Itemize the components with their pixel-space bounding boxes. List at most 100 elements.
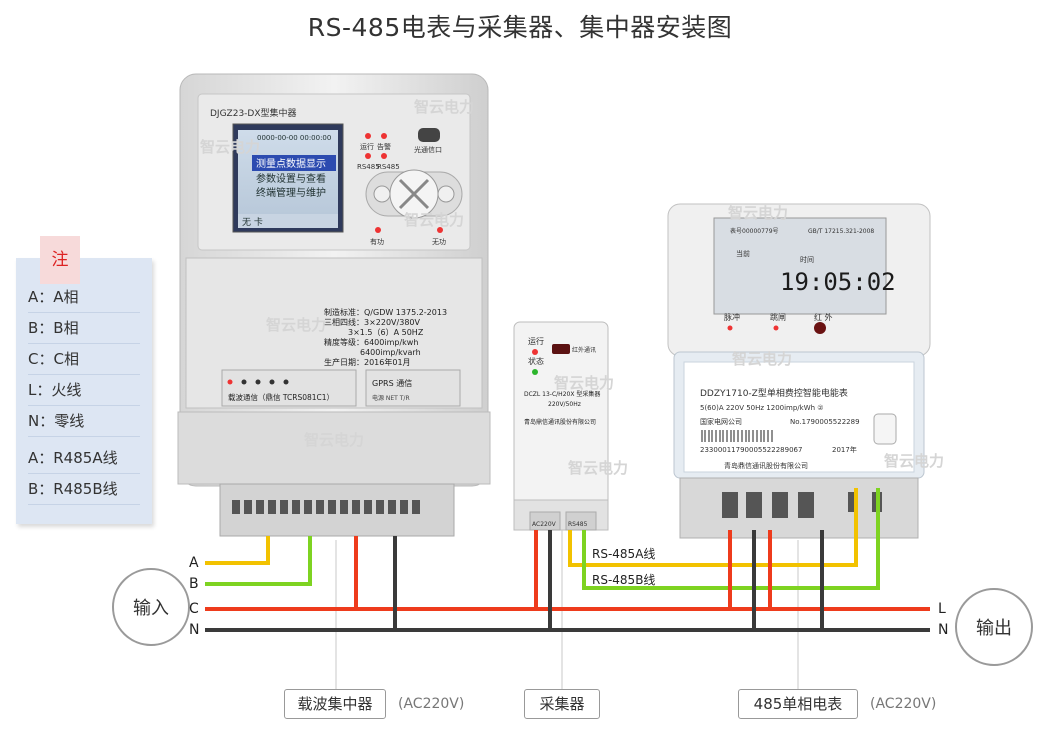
concentrator-status-bar: 无 卡 (242, 216, 263, 228)
watermarks: 智云电力 智云电力 智云电力 智云电力 智云电力 智云电力 智云电力 智云电力 … (200, 98, 944, 477)
input-badge: 输入 (112, 568, 190, 646)
svg-text:制造标准：Q/GDW 1375.2-2013: 制造标准：Q/GDW 1375.2-2013 (324, 307, 447, 317)
svg-text:三相四线：3×220V/380V: 三相四线：3×220V/380V (324, 317, 420, 327)
concentrator-model: DJGZ23-DX型集中器 (210, 107, 297, 119)
caption-meter: 485单相电表 (738, 689, 858, 719)
led-rs485-2 (381, 153, 387, 159)
collector-model: DCZL 13-C/H20X 型采集器 (524, 390, 600, 398)
led-reactive (437, 227, 443, 233)
led-run (365, 133, 371, 139)
collector-terminal-ac: AC220V (532, 521, 557, 528)
meter-maker: 青岛鼎信通讯股份有限公司 (724, 461, 808, 470)
legend-item-n: N：零线 (28, 406, 140, 437)
menu-item-1[interactable]: 测量点数据显示 (256, 157, 326, 170)
svg-text:智云电力: 智云电力 (200, 138, 260, 156)
led-label-alarm: 告警 (377, 142, 391, 151)
wire-rs485a (568, 488, 858, 567)
nav-key-pad[interactable] (365, 169, 463, 219)
wire-b-phase (205, 536, 312, 586)
collector-terminal-rs485: RS485 (568, 521, 588, 528)
svg-text:3×1.5（6）A 50HZ: 3×1.5（6）A 50HZ (348, 328, 424, 337)
collector-spec: 220V/50Hz (548, 401, 581, 408)
led-alarm (381, 133, 387, 139)
led-label-rs485-2: RS485 (377, 163, 400, 171)
collector-ir-port-icon (552, 344, 570, 354)
wiring (205, 488, 930, 690)
svg-text:智云电力: 智云电力 (266, 316, 326, 334)
optical-port-icon (418, 128, 440, 142)
svg-text:6400imp/kvarh: 6400imp/kvarh (360, 348, 421, 357)
label-active: 有功 (370, 237, 384, 246)
wire-label-c: C (189, 601, 199, 617)
meter-seal-icon (873, 413, 897, 445)
gprs-label: GPRS 通信 (372, 378, 412, 388)
legend-heading: 注 (40, 236, 80, 284)
rs485a-label: RS-485A线 (592, 547, 656, 561)
gprs-module (365, 369, 461, 407)
concentrator-device: DJGZ23-DX型集中器 0000-00-00 00:00:00 测量点数据显… (177, 73, 491, 537)
meter-lcd-current: 当前 (736, 249, 750, 258)
legend-item-b: B：B相 (28, 313, 140, 344)
optical-port-label: 光通信口 (414, 145, 442, 154)
led-label-run: 运行 (360, 142, 374, 151)
wire-label-a: A (189, 555, 199, 571)
collector-label-status: 状态 (528, 356, 544, 366)
legend-item-l: L：火线 (28, 375, 140, 406)
meter-device: 表号00000779号 GB/T 17215.321-2008 当前 时间 19… (667, 203, 931, 539)
menu-highlight (252, 155, 336, 171)
key-left-button[interactable] (373, 185, 391, 203)
legend-item-rs485b: B：R485B线 (28, 474, 140, 505)
concentrator-nameplate: 制造标准：Q/GDW 1375.2-2013 三相四线：3×220V/380V … (324, 307, 447, 367)
svg-text:智云电力: 智云电力 (728, 204, 788, 222)
menu-item-3[interactable]: 终端管理与维护 (256, 186, 326, 199)
legend-panel (16, 258, 152, 524)
meter-model: DDZY1710-Z型单相费控智能电能表 (700, 387, 848, 399)
wire-a-phase (205, 536, 270, 565)
meter-spec: 5(60)A 220V 50Hz 1200imp/kWh ② (700, 404, 824, 412)
caption-collector: 采集器 (524, 689, 600, 719)
carrier-label: 载波通信（鼎信 TCRS081C1） (228, 392, 334, 402)
wire-label-n-out: N (938, 622, 949, 638)
menu-item-2[interactable]: 参数设置与查看 (256, 172, 326, 185)
wire-label-l-out: L (938, 601, 946, 617)
svg-text:智云电力: 智云电力 (732, 350, 792, 368)
meter-serial: No.1790005522289 (790, 418, 860, 426)
legend-item-a: A：A相 (28, 282, 140, 313)
carrier-module (221, 369, 357, 407)
svg-text:生产日期：2016年01月: 生产日期：2016年01月 (324, 357, 411, 367)
collector-led-status (532, 369, 538, 375)
collector-led-run (532, 349, 538, 355)
svg-text:智云电力: 智云电力 (568, 459, 628, 477)
led-rs485-1 (365, 153, 371, 159)
rs485b-label: RS-485B线 (592, 573, 656, 587)
meter-year: 2017年 (832, 445, 857, 454)
meter-lcd-value: 19:05:02 (780, 268, 896, 296)
collector-label-run: 运行 (528, 336, 544, 346)
meter-button-trip[interactable]: 跳闸 (770, 312, 786, 322)
led-label-rs485-1: RS485 (357, 163, 380, 171)
svg-text:智云电力: 智云电力 (304, 431, 364, 449)
svg-text:智云电力: 智云电力 (884, 452, 944, 470)
collector-maker: 青岛鼎信通讯股份有限公司 (524, 418, 596, 426)
nav-key-cross-icon (398, 178, 430, 210)
caption-concentrator: 载波集中器 (284, 689, 386, 719)
wire-label-b: B (189, 576, 199, 592)
svg-text:智云电力: 智云电力 (554, 374, 614, 392)
led-active (375, 227, 381, 233)
meter-barcode-icon (701, 430, 773, 442)
gprs-sub-label: 电源 NET T/R (372, 394, 410, 402)
svg-text:智云电力: 智云电力 (404, 211, 464, 229)
label-reactive: 无功 (432, 237, 446, 246)
meter-button-pulse[interactable]: 脉冲 (724, 312, 740, 322)
svg-text:精度等级：6400imp/kwh: 精度等级：6400imp/kwh (324, 337, 418, 347)
output-badge: 输出 (955, 588, 1033, 666)
meter-lcd-time-label: 时间 (800, 255, 814, 264)
caption-meter-spec: (AC220V) (870, 696, 937, 712)
wire-label-n: N (189, 622, 200, 638)
page-title: RS-485电表与采集器、集中器安装图 (307, 13, 733, 42)
caption-concentrator-spec: (AC220V) (398, 696, 465, 712)
meter-barcode-number: 23300011790005522289067 (700, 446, 802, 454)
meter-button-ir[interactable]: 红 外 (814, 312, 833, 322)
key-right-button[interactable] (437, 185, 455, 203)
